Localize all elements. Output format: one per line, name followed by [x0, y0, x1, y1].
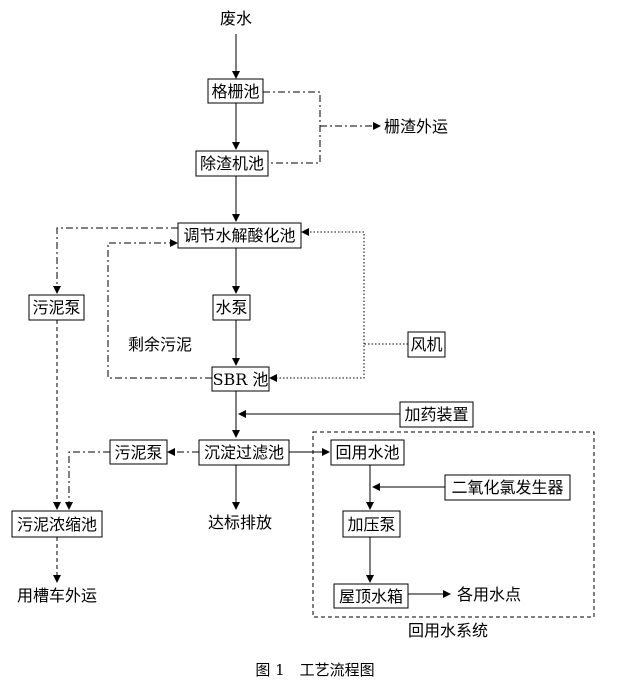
blower-node: 风机: [407, 331, 446, 358]
reuse-tank-label: 回用水池: [335, 443, 399, 462]
sludge-thickener-node: 污泥浓缩池: [11, 510, 103, 538]
slag-tank-node: 除渣机池: [195, 150, 269, 177]
arrowhead: [53, 575, 61, 583]
arrowhead: [238, 410, 246, 418]
wastewater-label: 废水: [220, 9, 252, 28]
reuse-points-label: 各用水点: [457, 585, 521, 604]
arrowhead: [443, 590, 451, 598]
reuse-tank-node: 回用水池: [330, 439, 405, 466]
grid-tank-label: 格栅池: [211, 82, 259, 101]
arrowhead: [232, 71, 240, 79]
dosing-device-label: 加药装置: [404, 405, 468, 424]
arrowhead: [65, 502, 73, 510]
arrowhead: [366, 575, 374, 583]
clo2-generator-node: 二氧化氯发生器: [444, 474, 571, 501]
roof-tank-node: 屋顶水箱: [333, 583, 409, 609]
booster-pump-label: 加压泵: [347, 515, 395, 534]
dosing-device-node: 加药装置: [399, 401, 474, 428]
hydrolysis-tank-node: 调节水解酸化池: [177, 222, 302, 249]
figure-caption: 图 1 工艺流程图: [255, 661, 374, 679]
arrowhead: [232, 142, 240, 150]
line-hydrolysis-to-sludge-pump: [56, 227, 178, 287]
sbr-tank-label: SBR 池: [213, 370, 269, 389]
arrowhead: [167, 448, 175, 456]
line-sludge-pump-mid-to-thickener: [68, 451, 110, 503]
line-grid-residue: [263, 91, 321, 164]
sludge-thickener-label: 污泥浓缩池: [17, 515, 97, 534]
line-blower-to-sbr: [277, 343, 408, 379]
arrowhead: [366, 502, 374, 510]
line-excess-sludge-return: [107, 242, 212, 379]
roof-tank-label: 屋顶水箱: [339, 587, 403, 606]
water-pump-node: 水泵: [212, 294, 251, 321]
arrowhead: [170, 239, 178, 247]
connectors: [53, 34, 595, 618]
clo2-generator-label: 二氧化氯发生器: [451, 478, 563, 497]
booster-pump-node: 加压泵: [342, 510, 401, 538]
reuse-system-boundary: [312, 431, 595, 618]
arrowhead: [232, 430, 240, 438]
reuse-system-label: 回用水系统: [408, 621, 488, 640]
grid-residue-label: 栅渣外运: [384, 117, 448, 136]
hydrolysis-tank-label: 调节水解酸化池: [183, 226, 295, 245]
arrowhead: [372, 483, 380, 491]
arrowhead: [232, 502, 240, 510]
sed-filter-tank-node: 沉淀过滤池: [198, 439, 290, 466]
arrowhead: [53, 502, 61, 510]
arrowhead: [232, 358, 240, 366]
sludge-pump-mid-label: 污泥泵: [114, 443, 162, 462]
discharge-label: 达标排放: [208, 513, 272, 532]
arrowhead: [232, 214, 240, 222]
excess-sludge-label: 剩余污泥: [128, 335, 192, 354]
grid-tank-node: 格栅池: [207, 78, 264, 104]
arrowhead: [301, 228, 309, 236]
sludge-pump-mid-node: 污泥泵: [109, 439, 168, 465]
sbr-tank-node: SBR 池: [211, 366, 270, 392]
water-pump-label: 水泵: [215, 298, 247, 317]
blower-label: 风机: [410, 335, 442, 354]
arrowhead: [373, 122, 381, 130]
arrowhead: [322, 448, 330, 456]
slag-tank-label: 除渣机池: [200, 154, 264, 173]
line-blower-to-hydrolysis: [309, 231, 365, 344]
tanker-label: 用槽车外运: [17, 586, 97, 605]
sludge-pump-left-label: 污泥泵: [32, 298, 80, 317]
sed-filter-tank-label: 沉淀过滤池: [204, 443, 284, 462]
arrowhead: [53, 286, 61, 294]
arrowhead: [232, 286, 240, 294]
sludge-pump-left-node: 污泥泵: [28, 294, 85, 321]
arrowhead: [269, 374, 277, 382]
